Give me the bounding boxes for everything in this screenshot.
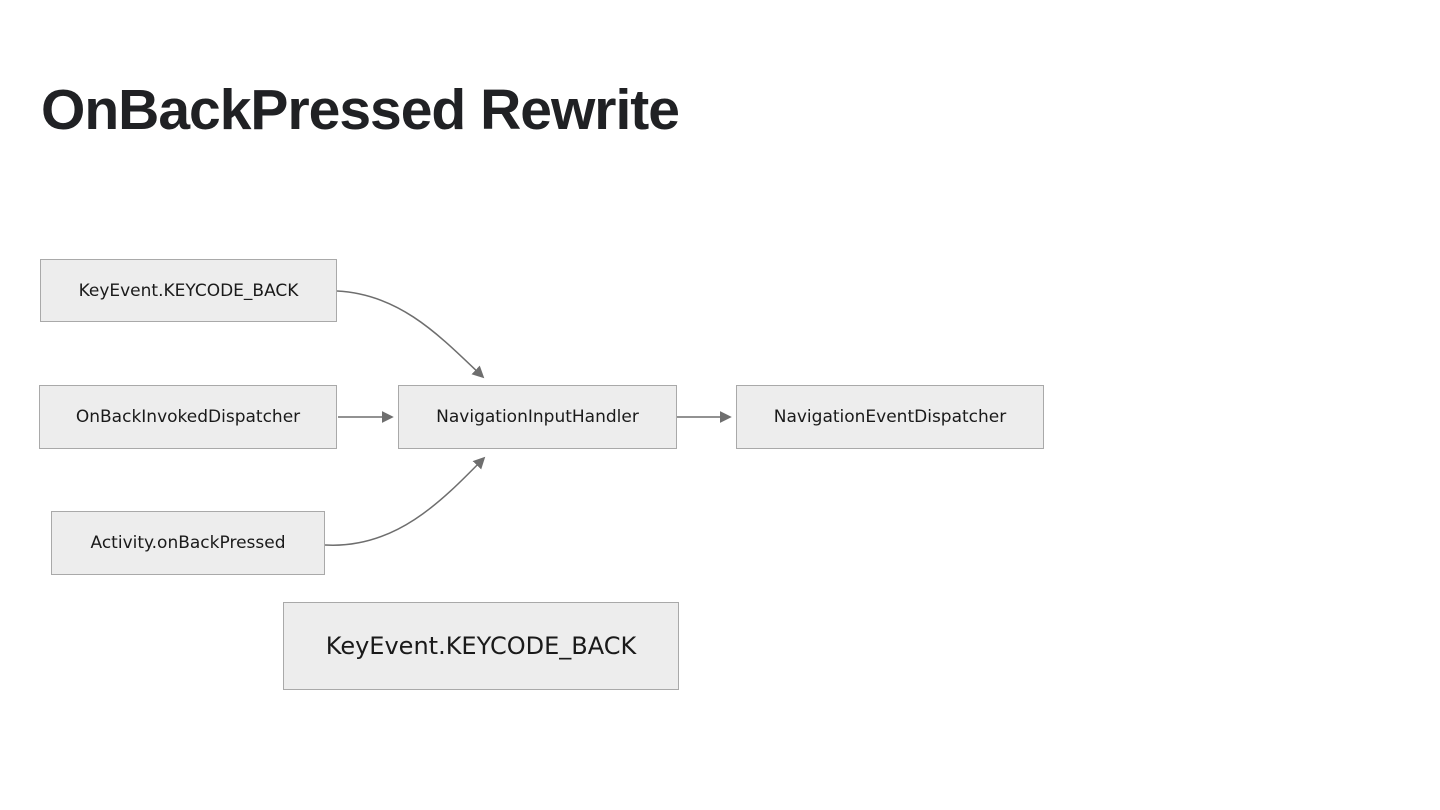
diagram-node-keyevent-keycode-back-large: KeyEvent.KEYCODE_BACK: [283, 602, 679, 690]
diagram-node-keyevent-keycode-back-source: KeyEvent.KEYCODE_BACK: [40, 259, 337, 322]
node-label: NavigationEventDispatcher: [773, 407, 1007, 427]
node-label: NavigationInputHandler: [436, 407, 639, 427]
node-label: OnBackInvokedDispatcher: [75, 407, 301, 427]
diagram-node-onbackinvokeddispatcher: OnBackInvokedDispatcher: [39, 385, 337, 449]
diagram-node-navigationinputhandler: NavigationInputHandler: [398, 385, 677, 449]
diagram-node-navigationeventdispatcher: NavigationEventDispatcher: [736, 385, 1044, 449]
diagram-node-activity-onbackpressed: Activity.onBackPressed: [51, 511, 325, 575]
node-label: Activity.onBackPressed: [90, 533, 286, 553]
arrow-activity-onbackpressed-to-navigationinputhandler: [324, 456, 486, 546]
node-label: KeyEvent.KEYCODE_BACK: [325, 632, 637, 660]
node-label: KeyEvent.KEYCODE_BACK: [78, 280, 299, 301]
arrow-keyevent-top-to-navigationinputhandler: [336, 290, 485, 379]
slide-title: OnBackPressed Rewrite: [41, 78, 680, 142]
